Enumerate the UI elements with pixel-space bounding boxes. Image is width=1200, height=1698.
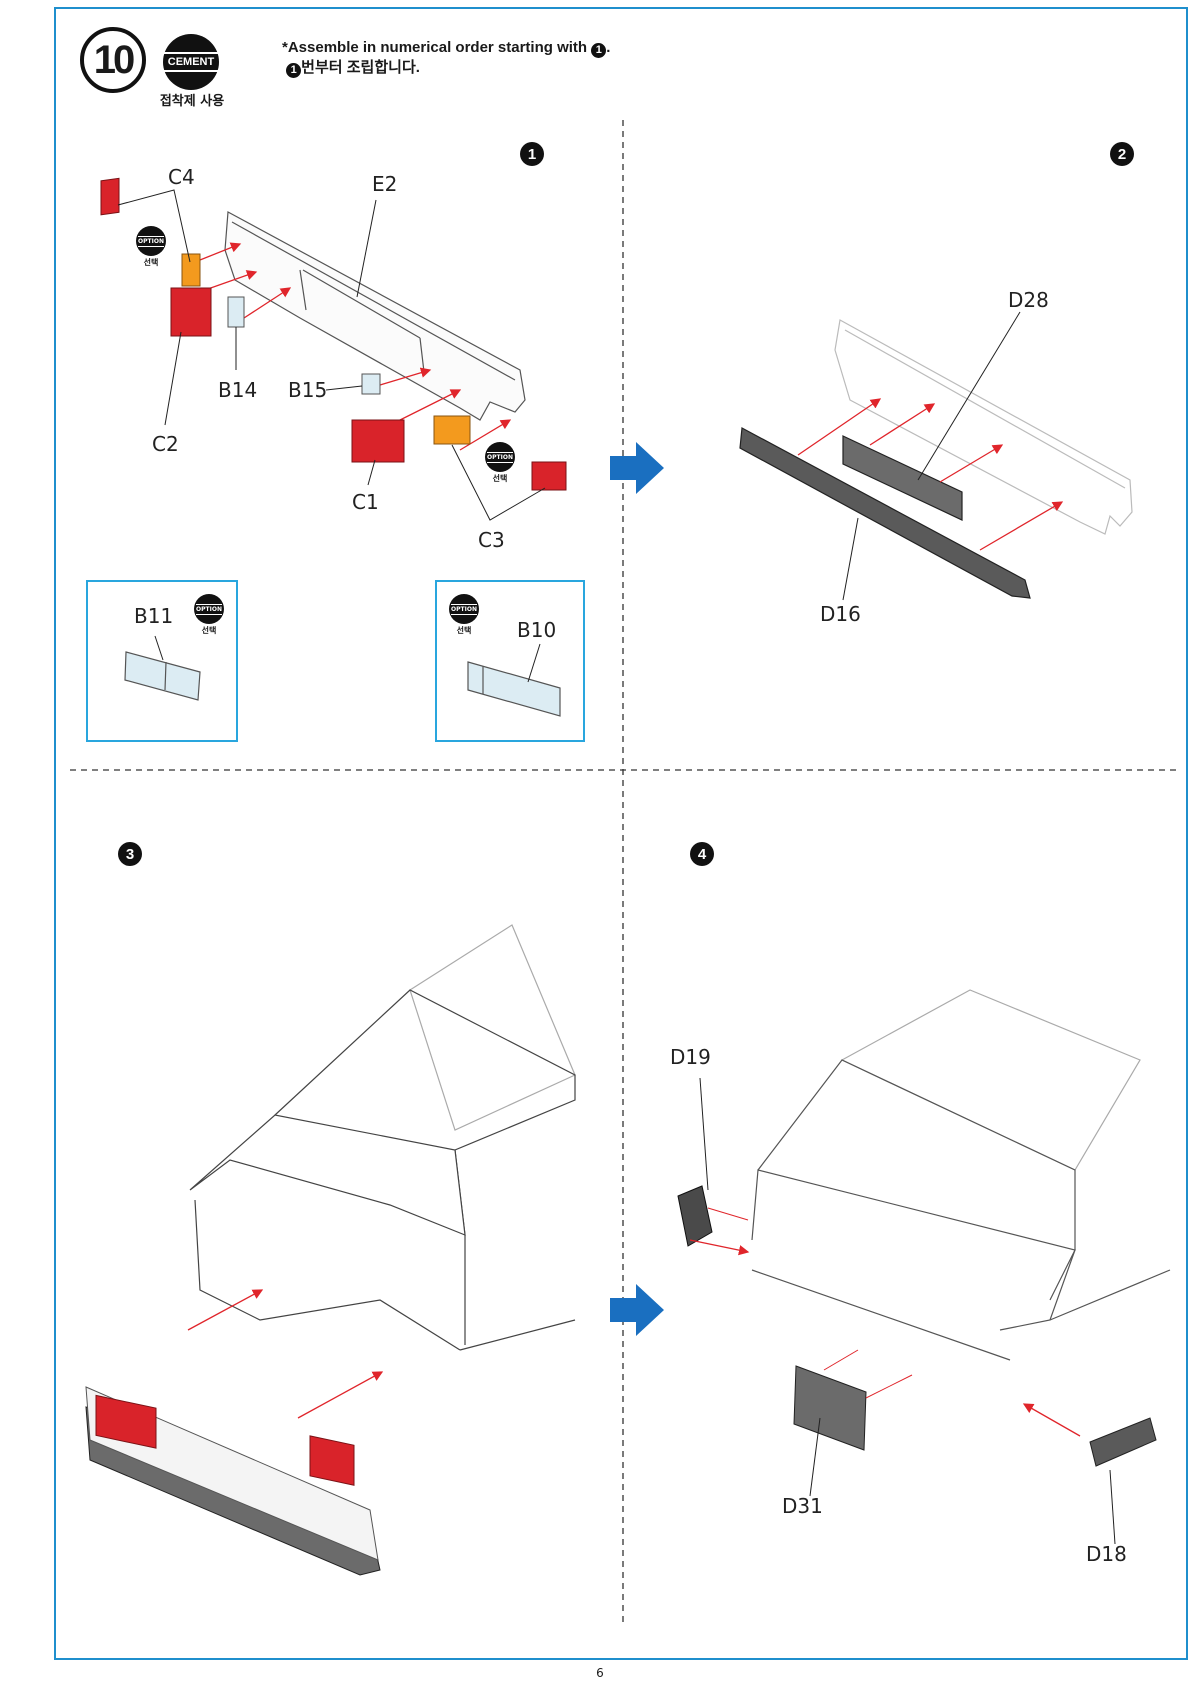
label-c2: C2 bbox=[152, 432, 179, 456]
step-2-number: 2 bbox=[1110, 142, 1134, 166]
label-c4: C4 bbox=[168, 165, 195, 189]
part-d16 bbox=[739, 427, 1031, 599]
label-c3: C3 bbox=[478, 528, 505, 552]
option-badge: OPTION 선택 bbox=[192, 594, 226, 636]
step2-arrows bbox=[797, 398, 1064, 551]
option-icon: OPTION bbox=[485, 442, 515, 472]
option-badge: OPTION 선택 bbox=[134, 226, 168, 268]
part-c4-red bbox=[100, 177, 120, 216]
option-icon: OPTION bbox=[136, 226, 166, 256]
inset-b10: OPTION 선택 B10 bbox=[435, 580, 585, 742]
option-label: OPTION bbox=[196, 603, 222, 615]
option-kr: 선택 bbox=[143, 258, 159, 267]
instruction-en: *Assemble in numerical order starting wi… bbox=[282, 38, 610, 58]
cement-kr-label: 접착제 사용 bbox=[159, 94, 225, 109]
part-d18 bbox=[1089, 1417, 1157, 1467]
assembly-instruction: *Assemble in numerical order starting wi… bbox=[282, 38, 610, 78]
option-icon: OPTION bbox=[194, 594, 224, 624]
start-marker-icon: 1 bbox=[591, 43, 607, 58]
step4-guides bbox=[707, 1207, 913, 1399]
car-rear-step4 bbox=[751, 989, 1171, 1361]
step4-arrows bbox=[689, 1239, 1081, 1437]
step-1-number: 1 bbox=[520, 142, 544, 166]
part-e2-ghost bbox=[834, 319, 1133, 535]
part-b14 bbox=[227, 296, 245, 328]
option-badge: OPTION 선택 bbox=[483, 442, 517, 484]
step4-leaders bbox=[699, 1077, 1116, 1545]
part-d19 bbox=[677, 1185, 713, 1247]
label-c1: C1 bbox=[352, 490, 379, 514]
part-c3-red bbox=[531, 461, 567, 491]
cement-label: CEMENT bbox=[163, 52, 219, 72]
flow-arrow-icon bbox=[610, 442, 664, 494]
step1-arrows bbox=[199, 242, 512, 451]
part-e2 bbox=[224, 211, 526, 421]
step2-leaders bbox=[842, 311, 1021, 601]
option-kr: 선택 bbox=[456, 626, 472, 635]
option-kr: 선택 bbox=[492, 474, 508, 483]
instruction-en-suffix: . bbox=[606, 39, 611, 56]
option-icon: OPTION bbox=[449, 594, 479, 624]
step-3-number: 3 bbox=[118, 842, 142, 866]
part-c4-orange bbox=[181, 253, 201, 287]
label-d18: D18 bbox=[1086, 1542, 1127, 1566]
label-d31: D31 bbox=[782, 1494, 823, 1518]
page-number: 6 bbox=[596, 1666, 604, 1680]
instruction-en-text: *Assemble in numerical order starting wi… bbox=[282, 39, 592, 56]
step-number-badge: 10 bbox=[80, 27, 146, 93]
label-b10: B10 bbox=[517, 618, 557, 642]
label-d19: D19 bbox=[670, 1045, 711, 1069]
inset-b11: B11 OPTION 선택 bbox=[86, 580, 238, 742]
flow-arrow-icon bbox=[610, 1284, 664, 1336]
option-kr: 선택 bbox=[201, 626, 217, 635]
inset-b11-part bbox=[124, 651, 201, 701]
part-b15 bbox=[361, 373, 381, 395]
option-label: OPTION bbox=[451, 603, 477, 615]
label-d16: D16 bbox=[820, 602, 861, 626]
option-badge: OPTION 선택 bbox=[447, 594, 481, 636]
part-c1 bbox=[351, 419, 405, 463]
instruction-kr-text: 번부터 조립합니다. bbox=[301, 59, 420, 76]
label-d28: D28 bbox=[1008, 288, 1049, 312]
part-bumper-assembly-step3 bbox=[85, 1386, 381, 1576]
step1-leaders bbox=[117, 189, 546, 521]
part-c2 bbox=[170, 287, 212, 337]
label-b11: B11 bbox=[134, 604, 174, 628]
part-c3-orange bbox=[433, 415, 471, 445]
step-4-number: 4 bbox=[690, 842, 714, 866]
page-frame bbox=[54, 7, 1188, 1660]
option-label: OPTION bbox=[487, 451, 513, 463]
part-d31 bbox=[793, 1365, 867, 1451]
label-e2: E2 bbox=[372, 172, 398, 196]
step3-arrows bbox=[187, 1289, 384, 1419]
car-rear-step3 bbox=[189, 924, 576, 1351]
start-marker-icon: 1 bbox=[286, 63, 302, 78]
cement-icon: CEMENT bbox=[163, 34, 219, 90]
label-b15: B15 bbox=[288, 378, 328, 402]
label-b14: B14 bbox=[218, 378, 258, 402]
option-label: OPTION bbox=[138, 235, 164, 247]
